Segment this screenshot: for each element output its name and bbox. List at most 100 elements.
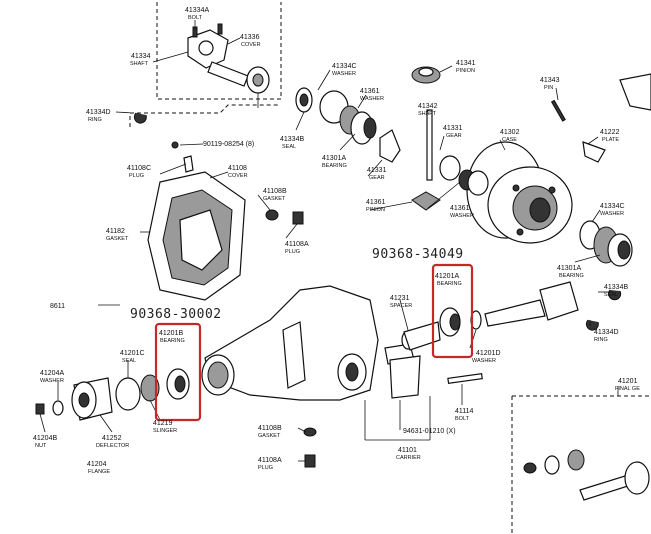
label-41101: 41101 xyxy=(398,447,417,454)
label-41201B: 41201B xyxy=(159,330,183,337)
label-41334D-top: 41334D xyxy=(86,109,111,116)
label-41334A-sub: BOLT xyxy=(188,15,203,21)
gasket-bottom xyxy=(303,427,317,437)
cap-bolt xyxy=(447,372,483,385)
label-41219-sub: SLINGER xyxy=(153,428,177,434)
label-41361-top-sub: WASHER xyxy=(360,96,384,102)
label-94631: 94631-01210 (X) xyxy=(403,428,456,435)
label-41108C: 41108C xyxy=(127,165,151,172)
label-41108A-top-sub: PLUG xyxy=(285,249,300,255)
label-41343: 41343 xyxy=(540,77,560,84)
label-41108: 41108 xyxy=(228,165,247,172)
side-washer-seal-top xyxy=(295,87,377,145)
label-41252: 41252 xyxy=(102,435,122,442)
label-41361-pinion-sub: PINION xyxy=(366,207,385,213)
leader-lines xyxy=(39,20,619,462)
highlight-bearing-41201B xyxy=(154,322,202,422)
label-41252-sub: DEFLECTOR xyxy=(96,443,129,449)
label-41361-mid-sub: WASHER xyxy=(450,213,474,219)
label-41204B-sub: NUT xyxy=(35,443,47,449)
label-41182-sub: GASKET xyxy=(106,236,129,242)
callout-bearing-right: 90368-34049 xyxy=(372,247,464,262)
gear-corner xyxy=(619,73,651,111)
label-41204-sub: FLANGE xyxy=(88,469,110,475)
label-41334B-top: 41334B xyxy=(280,136,304,143)
flange-assembly xyxy=(35,374,160,421)
right-bearing-seal xyxy=(579,220,633,331)
ring-gear-case xyxy=(466,141,573,244)
label-41343-sub: PIN xyxy=(544,85,553,91)
label-41108B-bottom-sub: GASKET xyxy=(258,433,281,439)
label-41341-sub: PINION xyxy=(456,68,475,74)
label-41331: 41331 xyxy=(443,125,463,132)
label-41331-b-sub: GEAR xyxy=(369,175,385,181)
label-41108B-bottom: 41108B xyxy=(258,425,282,432)
bearing-41201A xyxy=(439,307,461,337)
pinion-gear-mid xyxy=(411,191,441,211)
label-41201-sub: FINAL GE xyxy=(615,386,640,392)
label-41201A: 41201A xyxy=(435,273,459,280)
label-41334A: 41334A xyxy=(185,7,209,14)
snap-ring-top xyxy=(133,112,147,124)
label-41201C-sub: SEAL xyxy=(122,358,136,364)
label-41101-sub: CARRIER xyxy=(396,455,421,461)
label-41201D-sub: WASHER xyxy=(472,358,496,364)
label-41204A: 41204A xyxy=(40,370,64,377)
label-41331-b: 41331 xyxy=(367,167,387,174)
label-41204A-sub: WASHER xyxy=(40,378,64,384)
side-gear xyxy=(379,129,401,163)
label-41114: 41114 xyxy=(455,408,474,415)
final-gear-kit-box xyxy=(511,395,651,534)
label-41334D-top-sub: RING xyxy=(88,117,102,123)
carrier-housing xyxy=(201,285,379,401)
label-41114-sub: BOLT xyxy=(455,416,470,422)
label-90119: 90119-08254 (8) xyxy=(203,141,254,148)
label-41361-mid: 41361 xyxy=(450,205,470,212)
label-41108B-top: 41108B xyxy=(263,188,287,195)
label-41334D-right-sub: RING xyxy=(594,337,608,343)
label-41336-sub: COVER xyxy=(241,42,261,48)
label-41108A-bottom-sub: PLUG xyxy=(258,465,273,471)
label-41361-top: 41361 xyxy=(360,88,380,95)
label-41222: 41222 xyxy=(600,129,620,136)
bearing-cap xyxy=(384,343,421,399)
pinion-shaft-subassembly-box xyxy=(156,2,282,100)
label-41231-sub: SPACER xyxy=(390,303,412,309)
label-41108C-sub: PLUG xyxy=(129,173,144,179)
label-41108-sub: COVER xyxy=(228,173,248,179)
label-41302-sub: CASE xyxy=(502,137,517,143)
label-41222-sub: PLATE xyxy=(602,137,619,143)
label-41334C-right: 41334C xyxy=(600,203,625,210)
label-41108A-bottom: 41108A xyxy=(258,457,282,464)
label-41182: 41182 xyxy=(106,228,125,235)
label-41334D-right: 41334D xyxy=(594,329,619,336)
label-41341: 41341 xyxy=(456,60,476,67)
drain-plug-top xyxy=(292,211,304,225)
label-41201C: 41201C xyxy=(120,350,145,357)
label-41231: 41231 xyxy=(390,295,410,302)
highlight-bearing-41201A xyxy=(431,263,474,359)
leader-dash xyxy=(129,104,280,127)
lock-plate xyxy=(582,141,606,163)
label-41342-sub: SHAFT xyxy=(418,111,437,117)
callout-bearing-left: 90368-30002 xyxy=(130,307,222,322)
label-41108B-top-sub: GASKET xyxy=(263,196,286,202)
label-41219: 41219 xyxy=(153,420,173,427)
pin xyxy=(550,99,566,122)
label-41108A-top: 41108A xyxy=(285,241,309,248)
fill-plug xyxy=(183,155,194,173)
gasket-washer-top xyxy=(265,209,279,221)
drain-plug-bottom xyxy=(304,454,316,468)
label-41204B: 41204B xyxy=(33,435,57,442)
pinion-shaft xyxy=(426,109,433,181)
label-41301A-top-sub: BEARING xyxy=(322,163,347,169)
label-41301A-top: 41301A xyxy=(322,155,346,162)
label-41201A-sub: BEARING xyxy=(437,281,462,287)
label-41334C-top: 41334C xyxy=(332,63,357,70)
label-41302: 41302 xyxy=(500,129,520,136)
label-41334B-top-sub: SEAL xyxy=(282,144,296,150)
label-41334C-top-sub: WASHER xyxy=(332,71,356,77)
carrier-cover xyxy=(147,171,246,301)
label-41361-pinion: 41361 xyxy=(366,199,386,206)
